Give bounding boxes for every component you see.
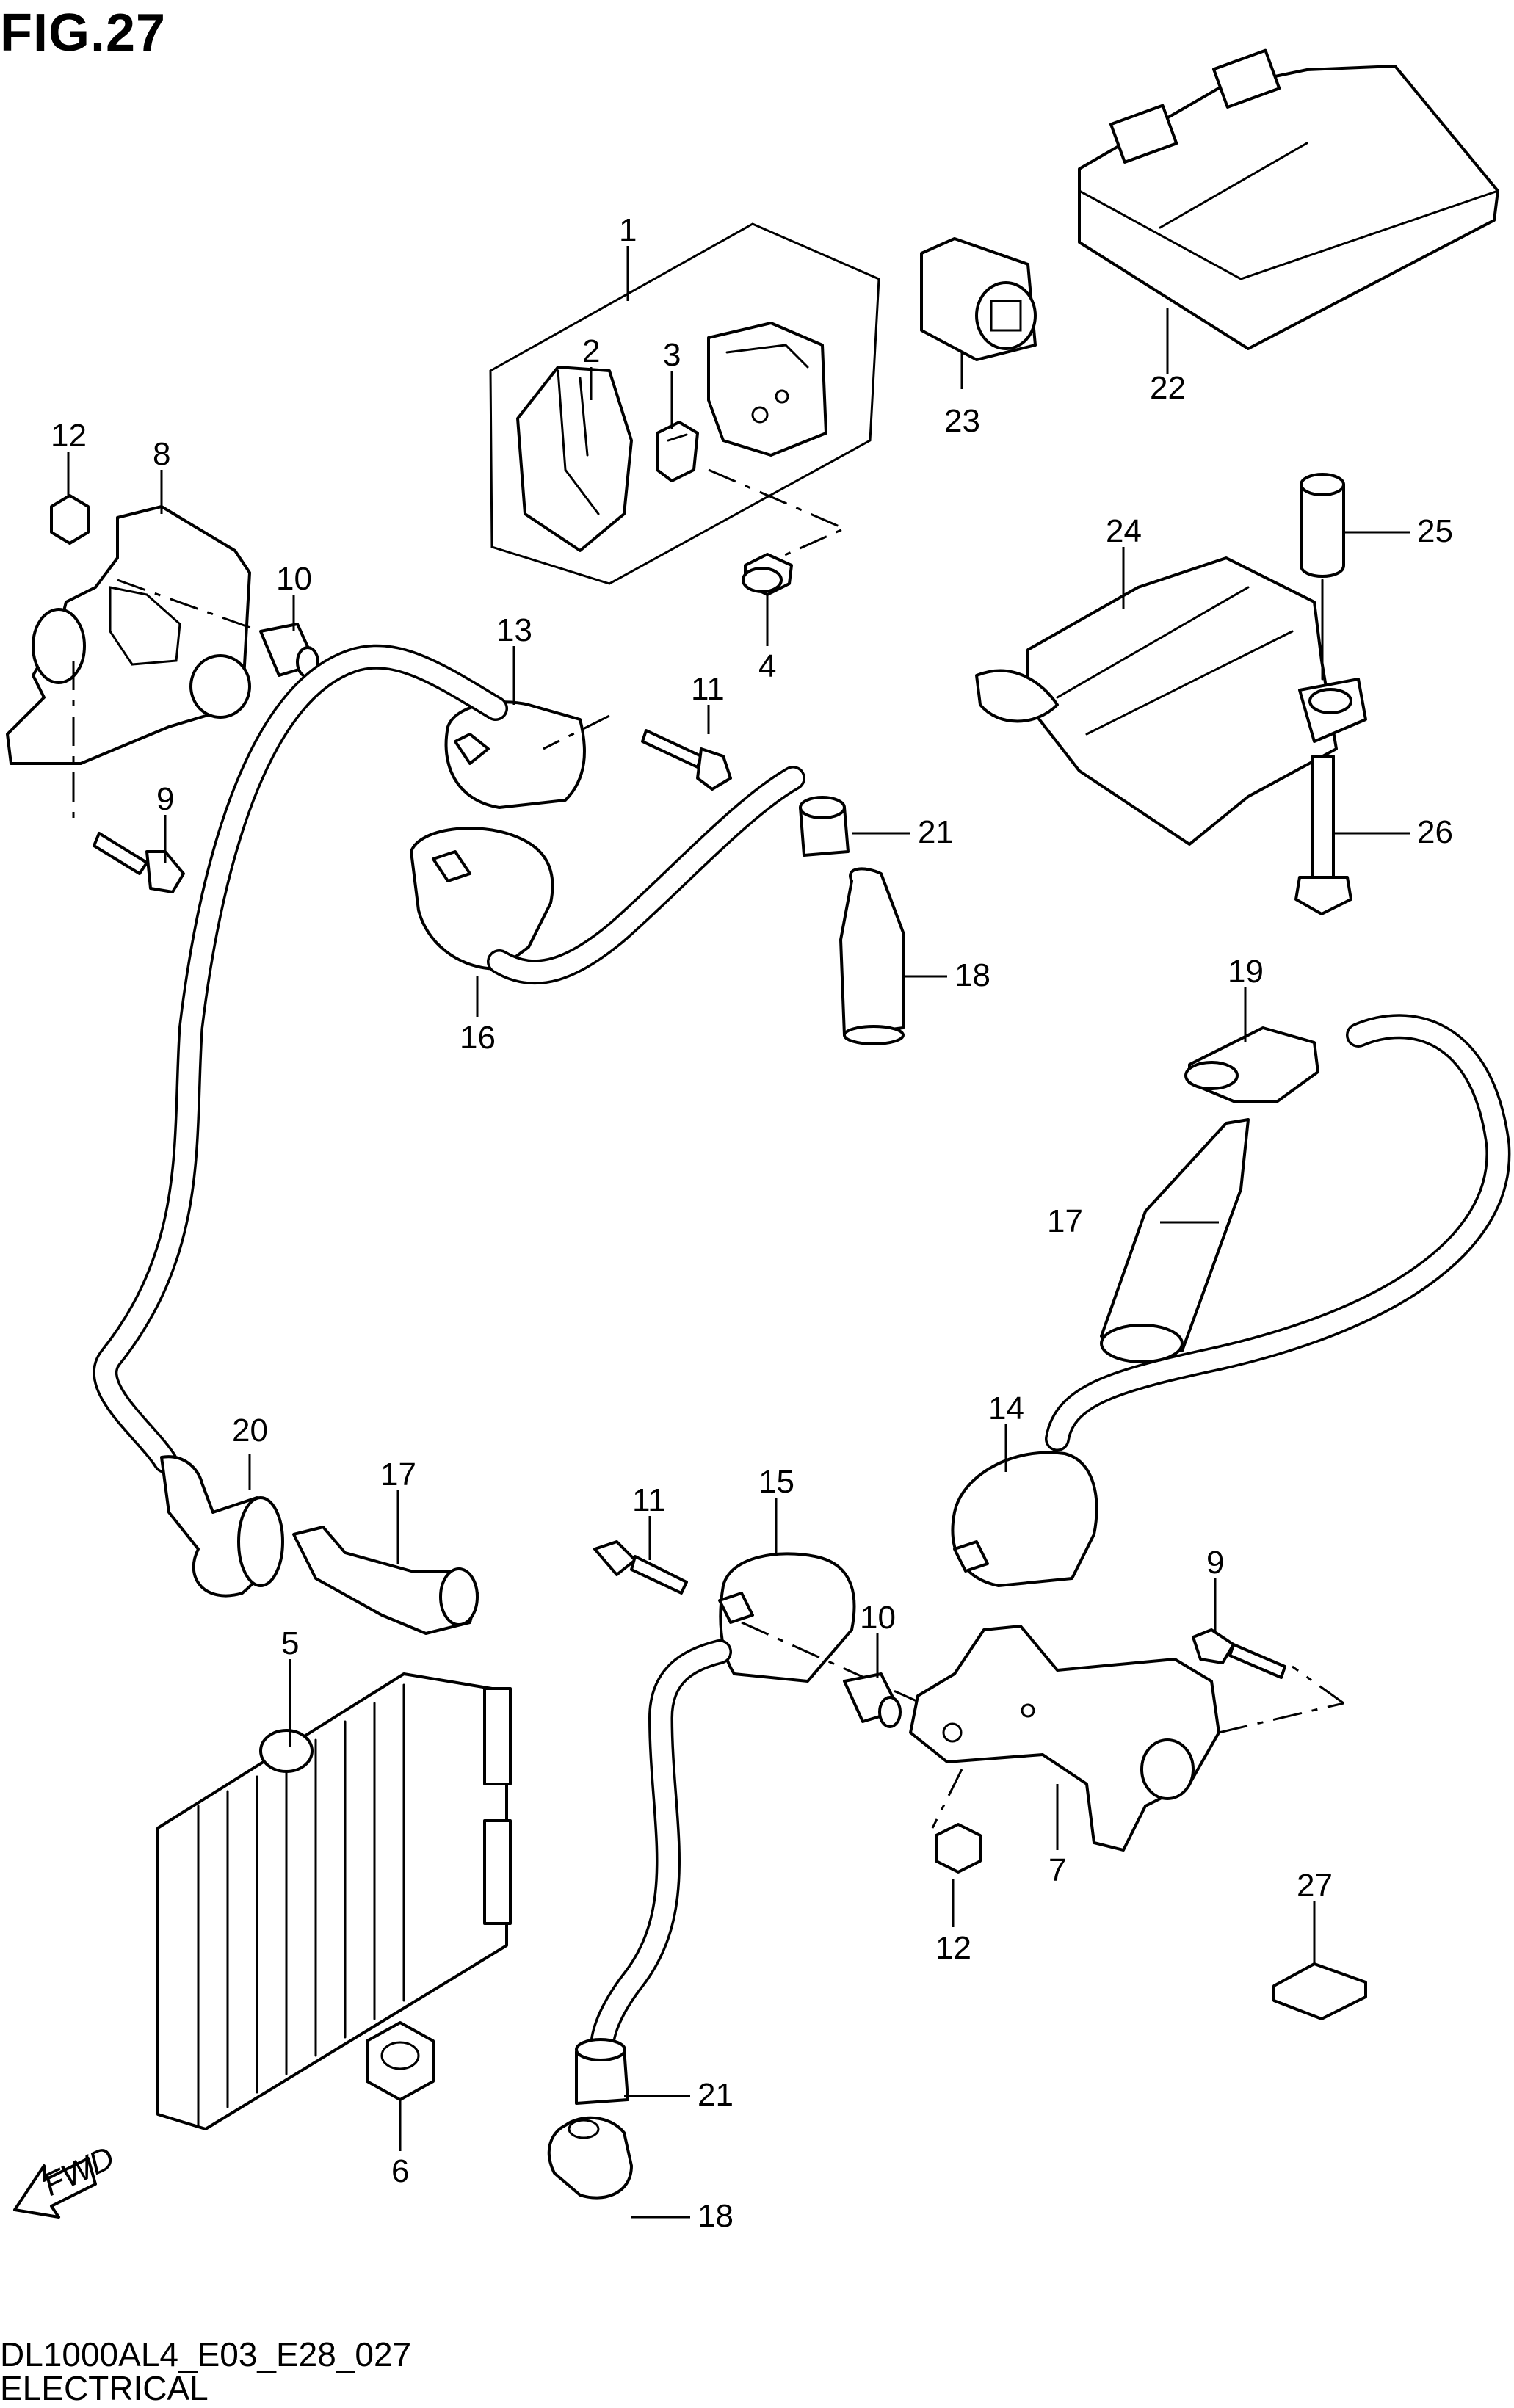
callout-20: 20 — [232, 1412, 268, 1448]
callout-7: 7 — [1048, 1852, 1066, 1888]
bracket-part-8 — [6, 505, 251, 765]
callout-26: 26 — [1417, 814, 1453, 850]
regulator-part-5 — [156, 1672, 512, 2130]
bolt-part-9b — [1192, 1628, 1286, 1679]
callout-17-left: 17 — [380, 1457, 416, 1493]
plug-cap-part-18a — [839, 867, 905, 1045]
callout-17-right: 17 — [1047, 1203, 1083, 1239]
connector-part-23 — [920, 237, 1037, 361]
diagram-code: DL1000AL4_E03_E28_027 — [0, 2335, 412, 2373]
bolt-part-11b — [593, 1540, 688, 1595]
plug-cap-part-17b — [292, 1526, 479, 1635]
figure-title: FIG.27 — [0, 4, 167, 62]
bolt-part-26 — [1294, 755, 1352, 915]
nut-part-6 — [366, 2021, 435, 2101]
ecm-unit-part — [1078, 48, 1499, 350]
callout-18-bottom: 18 — [698, 2198, 734, 2234]
callout-18-top: 18 — [955, 957, 990, 993]
ignition-coil-part-14 — [951, 1451, 1098, 1587]
bracket-part-7 — [909, 1625, 1220, 1852]
callout-22: 22 — [1150, 370, 1186, 406]
callout-11-top: 11 — [691, 671, 725, 707]
callout-5: 5 — [281, 1625, 299, 1661]
bolt-part-11a — [641, 729, 732, 791]
fuse-part — [656, 421, 699, 482]
callout-10-top: 10 — [276, 561, 312, 597]
fwd-arrow-icon: FWD — [13, 2139, 120, 2219]
leader-lines — [67, 246, 1410, 2219]
callout-16: 16 — [460, 1020, 496, 1056]
callout-21-top: 21 — [918, 814, 954, 850]
ignition-coil-part-16 — [410, 827, 554, 971]
control-unit-part-24 — [975, 556, 1367, 846]
screw-part-4 — [742, 553, 793, 596]
callout-12-top: 12 — [51, 418, 87, 454]
callout-10-bottom: 10 — [860, 1600, 896, 1636]
nut-part-12a — [50, 494, 90, 545]
callout-19: 19 — [1228, 954, 1264, 990]
bolt-part-9a — [93, 832, 185, 893]
plug-cap-part-18b — [547, 2116, 633, 2200]
callout-25: 25 — [1417, 513, 1453, 549]
spacer-part-10a — [259, 623, 319, 678]
callout-3: 3 — [663, 337, 681, 373]
callout-11-bottom: 11 — [632, 1482, 666, 1518]
nut-part-12b — [935, 1823, 982, 1874]
callout-14: 14 — [988, 1390, 1024, 1426]
callout-13: 13 — [496, 612, 532, 648]
plug-cap-part-17a — [1100, 1118, 1250, 1363]
callout-labels: 1 2 3 4 5 6 7 8 9 9 10 10 11 11 12 12 13… — [51, 212, 1453, 2234]
callout-9-left: 9 — [156, 781, 174, 817]
callout-2: 2 — [582, 333, 600, 369]
ignition-coil-part-13 — [444, 700, 586, 809]
fuse-holder-part — [516, 366, 633, 552]
callout-8: 8 — [153, 436, 170, 472]
plug-cap-part-20 — [160, 1455, 284, 1598]
callout-1: 1 — [619, 212, 637, 248]
callout-15: 15 — [758, 1464, 794, 1500]
relay-fuse-box-group — [489, 222, 880, 585]
plug-cap-part-19 — [1184, 1026, 1319, 1103]
pad-part-27 — [1272, 1962, 1367, 2020]
callout-12-bottom: 12 — [935, 1930, 971, 1966]
callout-6: 6 — [391, 2153, 409, 2189]
callout-21-bottom: 21 — [698, 2077, 734, 2113]
callout-27: 27 — [1297, 1868, 1333, 1904]
diagram-name: ELECTRICAL — [0, 2369, 209, 2407]
callout-9-right: 9 — [1206, 1545, 1224, 1581]
boot-part-21b — [575, 2038, 629, 2105]
callout-24: 24 — [1106, 513, 1142, 549]
callout-23: 23 — [944, 403, 980, 439]
relay-part — [707, 322, 827, 457]
ignition-coil-part-15 — [718, 1552, 856, 1683]
spacer-part-10b — [843, 1672, 902, 1728]
boot-part-21a — [799, 796, 850, 857]
callout-4: 4 — [758, 648, 776, 684]
collar-part-25 — [1300, 473, 1345, 578]
